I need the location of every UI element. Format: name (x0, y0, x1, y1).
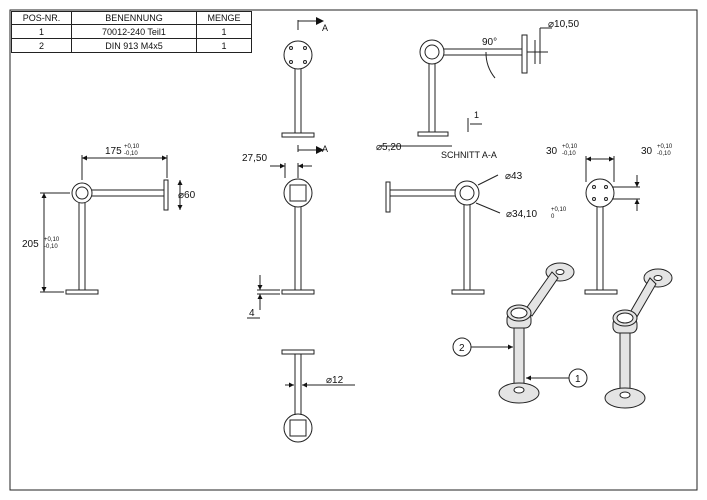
dim-205-tol-up: +0,10 (44, 237, 60, 243)
dim-diameter-12: ⌀12 (326, 375, 344, 386)
dim-1: 1 (474, 110, 479, 120)
bom-cell-pos: 2 (11, 38, 72, 53)
table-row: 2 DIN 913 M4x5 1 (11, 38, 252, 53)
front-view (40, 155, 183, 295)
dim-diameter-60: ⌀60 (178, 190, 196, 201)
balloon-1 (526, 368, 588, 388)
dim-175-tol-up: +0,10 (124, 144, 140, 150)
section-label-a-bottom: A (322, 144, 328, 154)
middle-view (247, 163, 315, 319)
dim-27-50: 27,50 (242, 153, 267, 164)
bill-of-materials-table: POS-NR. BENENNUNG MENGE 1 70012-240 Teil… (11, 11, 252, 53)
isometric-view-1 (498, 262, 575, 404)
section-title: SCHNITT A-A (441, 150, 497, 160)
dim-34-tol-down: 0 (551, 214, 555, 220)
dim-diameter-43: ⌀43 (505, 171, 523, 182)
dim-30-a: 30 (546, 146, 558, 157)
dim-30-a-tol-up: +0,10 (562, 144, 578, 150)
dim-205-tol-down: -0,10 (44, 244, 58, 250)
balloon-2-label: 2 (459, 343, 465, 354)
sheet-border (9, 9, 698, 491)
dim-205: 205 (22, 239, 39, 250)
dim-diameter-10-50: ⌀10,50 (548, 19, 579, 30)
side-view-top (281, 20, 316, 152)
bom-cell-qty: 1 (196, 38, 252, 53)
dim-30-b-tol-down: -0,10 (657, 151, 671, 157)
balloon-1-label: 1 (575, 374, 581, 385)
dim-30-a-tol-down: -0,10 (562, 151, 576, 157)
bom-header-row: POS-NR. BENENNUNG MENGE (11, 11, 252, 25)
dim-30-b: 30 (641, 146, 653, 157)
right-side-view (385, 174, 501, 295)
balloon-2 (452, 337, 513, 357)
flange-view (584, 156, 640, 295)
dim-diameter-34-10: ⌀34,10 (506, 209, 537, 220)
section-arrow-top (316, 17, 324, 25)
dim-175: 175 (105, 146, 122, 157)
section-view (380, 27, 552, 147)
angle-90: 90° (482, 37, 497, 48)
section-arrow-bottom (316, 146, 324, 154)
dim-175-tol-down: -0,10 (124, 151, 138, 157)
dim-diameter-5-20: ⌀5,20 (376, 142, 402, 153)
isometric-view-2 (604, 268, 673, 409)
bom-cell-name: DIN 913 M4x5 (71, 38, 197, 53)
dim-34-tol-up: +0,10 (551, 207, 567, 213)
dim-30-b-tol-up: +0,10 (657, 144, 673, 150)
bottom-view (281, 349, 355, 443)
dim-4: 4 (249, 308, 255, 319)
section-label-a-top: A (322, 23, 328, 33)
